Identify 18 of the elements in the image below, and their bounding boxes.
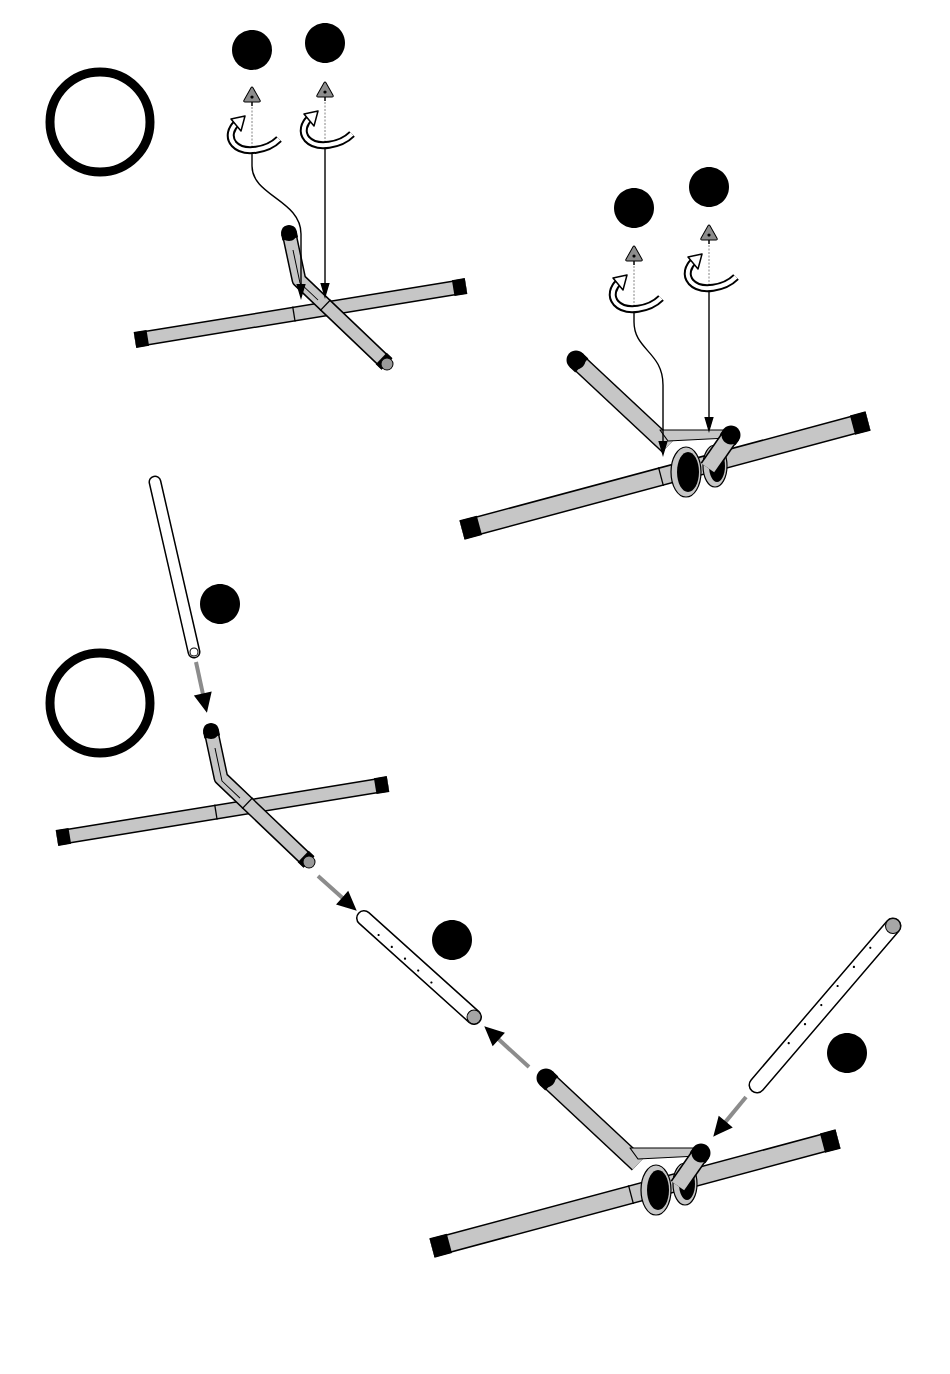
stand-base-drawing [459,350,871,540]
callout-dot [200,584,240,624]
callout-dot [232,30,272,70]
knob-drawing [608,245,664,314]
knob-drawing [226,86,282,155]
tube-drawing [356,910,482,1025]
callout-dot [689,167,729,207]
stand-base-drawing [55,723,390,869]
stand-base-drawing [133,225,468,371]
tube-drawing [148,475,201,659]
step-circle [45,648,155,758]
stand-base-drawing [429,1068,841,1258]
tube-drawing [748,917,902,1094]
callout-dot [305,23,345,63]
callout-dot [614,188,654,228]
step-circle [45,67,155,177]
knob-drawing [683,224,739,293]
knob-drawing [299,81,355,150]
